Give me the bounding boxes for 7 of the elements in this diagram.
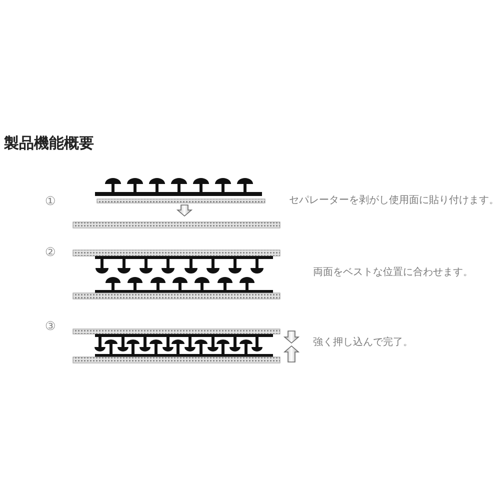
diagram-title: 製品機能概要 [4, 134, 94, 152]
step-description: セパレーターを剥がし使用面に貼り付けます。 [289, 195, 499, 207]
step-number: ① [45, 194, 56, 208]
step-description: 両面をベストな位置に合わせます。 [313, 267, 473, 279]
step-number: ③ [45, 319, 56, 334]
step-number: ② [45, 245, 56, 260]
step-description: 強く押し込んで完了。 [313, 337, 413, 349]
